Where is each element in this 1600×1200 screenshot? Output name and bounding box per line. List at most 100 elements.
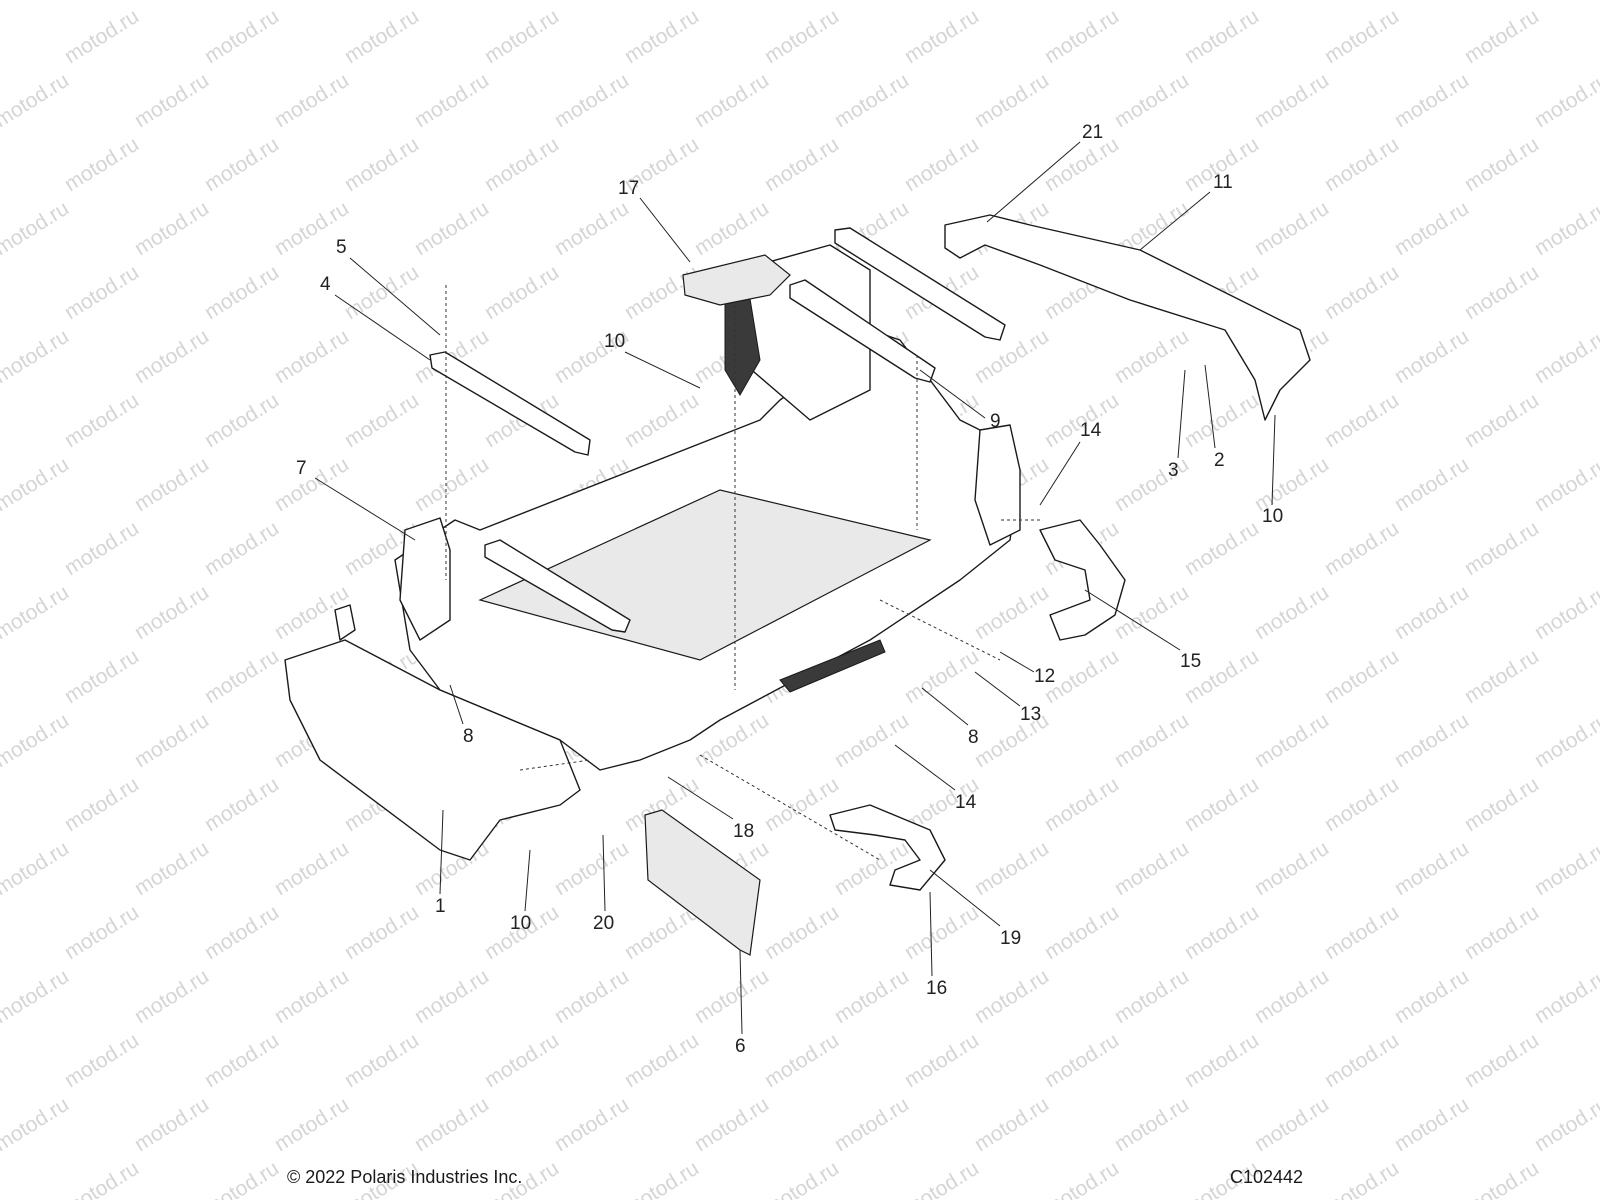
watermark-text: motod.ru [130,837,212,900]
callout-leader-line [1177,369,1186,459]
watermark-text: motod.ru [830,0,912,4]
watermark-text: motod.ru [620,389,702,452]
callout-number: 2 [1214,450,1225,471]
watermark-text: motod.ru [200,133,282,196]
cover-plate [682,254,791,306]
watermark-text: motod.ru [1530,581,1600,644]
watermark-text: motod.ru [0,645,3,708]
watermark-text: motod.ru [1110,325,1192,388]
watermark-text: motod.ru [1250,709,1332,772]
watermark-text: motod.ru [690,197,772,260]
callout-leader-line [1139,191,1211,251]
cargo-box-side-strip [779,639,886,693]
callout-number: 8 [968,727,979,748]
callout-leader-line [624,351,701,389]
watermark-text: motod.ru [60,133,142,196]
watermark-text: motod.ru [60,773,142,836]
watermark-text: motod.ru [1180,1029,1262,1092]
watermark-text: motod.ru [900,1157,982,1200]
watermark-text: motod.ru [200,5,282,68]
watermark-text: motod.ru [200,1157,282,1200]
callout-number: 14 [955,792,977,813]
watermark-text: motod.ru [60,1029,142,1092]
watermark-text: motod.ru [550,0,632,4]
watermark-text: motod.ru [1250,69,1332,132]
watermark-text: motod.ru [1390,837,1472,900]
watermark-text: motod.ru [550,965,632,1028]
watermark-text: motod.ru [60,261,142,324]
watermark-text: motod.ru [900,133,982,196]
watermark-text: motod.ru [1320,901,1402,964]
watermark-text: motod.ru [830,709,912,772]
watermark-text: motod.ru [340,389,422,452]
watermark-text: motod.ru [200,645,282,708]
callout-number: 16 [926,978,947,999]
watermark-text: motod.ru [1390,709,1472,772]
watermark-text: motod.ru [1250,581,1332,644]
watermark-text: motod.ru [1180,773,1262,836]
watermark-text: motod.ru [200,517,282,580]
copyright-text: © 2022 Polaris Industries Inc. [287,1167,523,1187]
watermark-text: motod.ru [200,901,282,964]
watermark-text: motod.ru [0,581,73,644]
callout-leader-line [1271,414,1276,506]
watermark-text: motod.ru [0,0,73,4]
watermark-text: motod.ru [830,965,912,1028]
right-rail-bracket-lower [789,279,936,383]
callout-number: 3 [1168,460,1179,481]
watermark-text: motod.ru [1180,901,1262,964]
rear-bumper-left-bracket [334,604,356,641]
watermark-text: motod.ru [0,1157,3,1200]
watermark-text: motod.ru [410,0,492,4]
assembly-lines [445,285,1040,861]
watermark-text: motod.ru [1460,517,1542,580]
callout-number: 18 [733,821,754,842]
hitch-bar-upper [1039,519,1126,641]
watermark-text: motod.ru [0,69,73,132]
callout-leader-line [929,869,1001,927]
center-rail-bracket [484,539,631,633]
watermark-text: motod.ru [0,837,73,900]
watermark-text: motod.ru [1040,1029,1122,1092]
watermark-text: motod.ru [550,69,632,132]
watermark-text: motod.ru [1040,1157,1122,1200]
watermark-text: motod.ru [0,133,3,196]
watermark-text: motod.ru [1530,69,1600,132]
watermark-text: motod.ru [830,69,912,132]
watermark-text: motod.ru [0,1029,3,1092]
callout-leader-line [1084,589,1181,651]
callout-leader-line [449,684,464,725]
watermark-text: motod.ru [480,1029,562,1092]
watermark-text: motod.ru [270,965,352,1028]
watermark-text: motod.ru [1390,197,1472,260]
watermark-text: motod.ru [0,517,3,580]
watermark-text: motod.ru [760,1029,842,1092]
watermark-text: motod.ru [200,261,282,324]
callout-number: 12 [1034,666,1055,687]
watermark-text: motod.ru [0,965,73,1028]
watermark-text: motod.ru [1250,0,1332,4]
callout-leader-line [919,369,986,419]
watermark-text: motod.ru [1110,69,1192,132]
watermark-text: motod.ru [130,453,212,516]
watermark-text: motod.ru [0,389,3,452]
watermark-text: motod.ru [970,837,1052,900]
callout-leader-line [639,197,691,263]
watermark-text: motod.ru [410,1093,492,1156]
watermark-text: motod.ru [270,837,352,900]
callout-number: 13 [1020,704,1041,725]
callout-number: 10 [510,913,531,934]
watermark-text: motod.ru [550,197,632,260]
watermark-text: motod.ru [1110,965,1192,1028]
watermark-text: motod.ru [340,1029,422,1092]
callout-leader-line [986,141,1081,223]
watermark-text: motod.ru [1390,325,1472,388]
watermark-text: motod.ru [550,837,632,900]
callout-leader-line [929,891,933,977]
watermark-text: motod.ru [0,1093,73,1156]
callout-leader-line [334,294,431,361]
watermark-text: motod.ru [1390,0,1472,4]
watermark-text: motod.ru [270,453,352,516]
